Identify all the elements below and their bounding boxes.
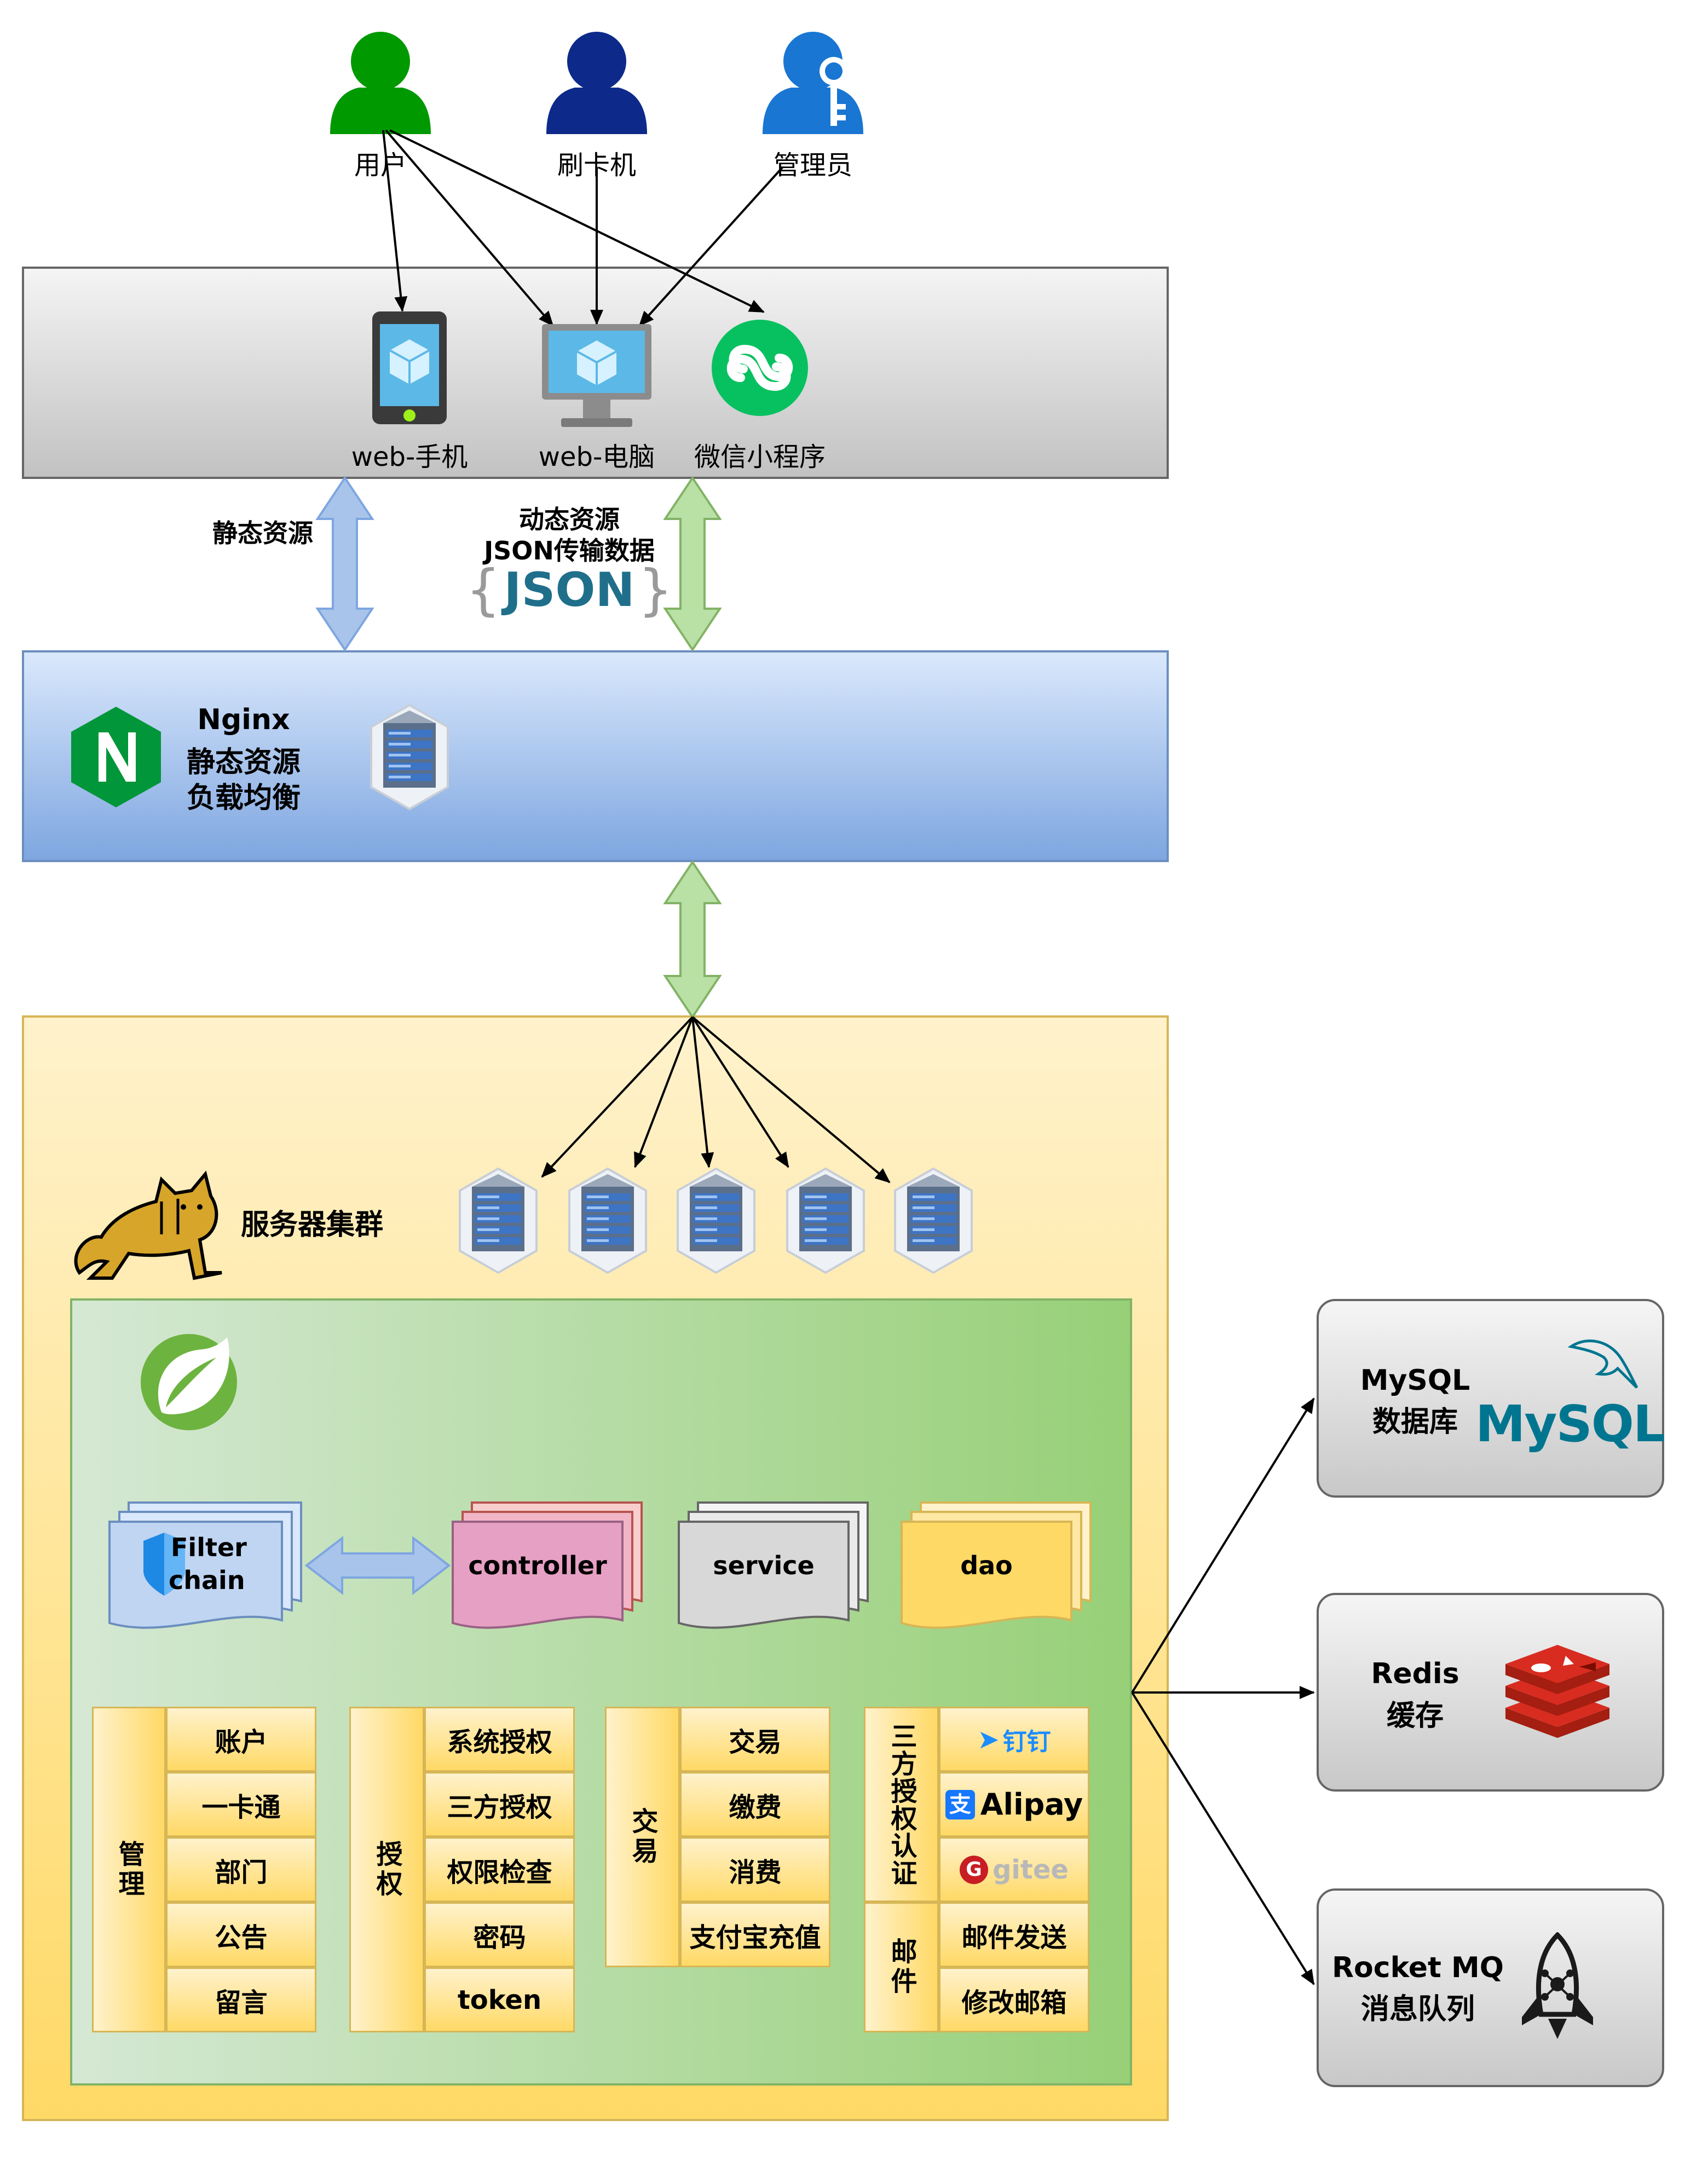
json-logo-text: JSON xyxy=(504,562,635,617)
mail-item-change: 修改邮箱 xyxy=(939,1967,1089,2032)
gitee-logo: G gitee xyxy=(939,1837,1089,1902)
dao-label: dao xyxy=(960,1551,1013,1580)
mysql-title: MySQL xyxy=(1360,1364,1470,1397)
static-resource-label: 静态资源 xyxy=(212,518,313,548)
user-label: 用户 xyxy=(354,150,407,181)
server-cluster-label: 服务器集群 xyxy=(241,1209,384,1241)
external-arrows xyxy=(1131,1397,1315,1985)
mysql-subtitle: 数据库 xyxy=(1372,1406,1458,1439)
trade-group-label: 交易 xyxy=(605,1707,680,1967)
cluster-server-icon xyxy=(677,1168,755,1274)
nginx-server-icon xyxy=(370,704,449,810)
manage-item-card: 一卡通 xyxy=(166,1772,316,1837)
filter-controller-arrow xyxy=(304,1535,451,1596)
dingtalk-icon: ➤ xyxy=(977,1724,1000,1755)
admin-icon xyxy=(763,32,863,134)
cluster-server-icon xyxy=(894,1168,973,1274)
nginx-server-arrow xyxy=(663,860,722,1019)
miniprogram-label: 微信小程序 xyxy=(694,442,826,472)
static-resource-arrow xyxy=(315,476,374,652)
mysql-logo-text: MySQL xyxy=(1475,1395,1665,1453)
nginx-logo-icon xyxy=(71,707,161,807)
dingtalk-logo: ➤ 钉钉 xyxy=(939,1707,1089,1772)
controller-label: controller xyxy=(468,1551,607,1580)
nginx-load-balance-label: 负载均衡 xyxy=(186,782,301,814)
auth-group-label: 授权 xyxy=(349,1707,424,2032)
auth-item-password: 密码 xyxy=(424,1902,575,1967)
manage-item-department: 部门 xyxy=(166,1837,316,1902)
card-machine-icon xyxy=(546,32,647,134)
mail-item-send: 邮件发送 xyxy=(939,1902,1089,1967)
admin-label: 管理员 xyxy=(773,150,852,181)
dao-icon xyxy=(901,1501,1092,1629)
third-party-group-label: 三方授权认证 xyxy=(864,1707,939,1902)
pc-client-label: web-电脑 xyxy=(538,442,655,472)
filter-chain-icon xyxy=(108,1501,302,1629)
spring-logo-icon xyxy=(141,1334,237,1430)
redis-subtitle: 缓存 xyxy=(1386,1700,1444,1732)
json-logo: { JSON } xyxy=(466,558,673,622)
mysql-box xyxy=(1317,1299,1664,1498)
pc-icon xyxy=(542,324,651,427)
dynamic-resource-arrow xyxy=(663,476,722,652)
nginx-panel xyxy=(22,650,1169,862)
mobile-client-label: web-手机 xyxy=(351,442,468,472)
rocketmq-subtitle: 消息队列 xyxy=(1360,1993,1475,2026)
manage-group-label: 管理 xyxy=(92,1707,166,2032)
json-transfer-label: JSON传输数据 xyxy=(484,536,655,565)
nginx-name: Nginx xyxy=(197,703,290,736)
trade-item-consume: 消费 xyxy=(680,1837,830,1902)
rocketmq-title: Rocket MQ xyxy=(1332,1951,1504,1984)
gitee-icon: G xyxy=(960,1855,989,1884)
manage-item-message: 留言 xyxy=(166,1967,316,2032)
dynamic-resource-label: 动态资源 xyxy=(519,505,620,534)
trade-item-alipay-recharge: 支付宝充值 xyxy=(680,1902,830,1967)
auth-item-system: 系统授权 xyxy=(424,1707,575,1772)
mail-group-label: 邮件 xyxy=(864,1902,939,2032)
tomcat-icon xyxy=(74,1170,222,1280)
auth-item-permission-check: 权限检查 xyxy=(424,1837,575,1902)
trade-item-payment: 缴费 xyxy=(680,1772,830,1837)
auth-item-third-party: 三方授权 xyxy=(424,1772,575,1837)
cluster-server-icon xyxy=(568,1168,647,1274)
alipay-logo: 支 Alipay xyxy=(939,1772,1089,1837)
user-icon xyxy=(330,32,431,134)
cluster-server-icon xyxy=(459,1168,538,1274)
service-icon xyxy=(678,1501,869,1629)
alipay-text: Alipay xyxy=(980,1787,1083,1822)
filter-label-2: chain xyxy=(169,1566,245,1595)
controller-icon xyxy=(452,1501,643,1629)
auth-item-token: token xyxy=(424,1967,575,2032)
filter-label-1: Filter xyxy=(171,1533,247,1562)
actor-arrows xyxy=(382,129,784,327)
rocketmq-icon xyxy=(1522,1932,1593,2039)
mysql-logo: MySQL xyxy=(1475,1395,1665,1453)
trade-item-transaction: 交易 xyxy=(680,1707,830,1772)
manage-item-notice: 公告 xyxy=(166,1902,316,1967)
mobile-icon xyxy=(372,311,447,424)
miniprogram-icon xyxy=(712,320,808,416)
card-machine-label: 刷卡机 xyxy=(557,150,636,181)
mysql-dolphin-icon xyxy=(1567,1339,1638,1389)
json-brace-right: } xyxy=(638,558,673,622)
rocketmq-box xyxy=(1317,1888,1664,2087)
service-label: service xyxy=(713,1551,815,1580)
alipay-icon: 支 xyxy=(945,1789,975,1819)
cluster-arrows xyxy=(541,1016,891,1183)
gitee-text: gitee xyxy=(993,1854,1069,1885)
manage-item-account: 账户 xyxy=(166,1707,316,1772)
nginx-static-label: 静态资源 xyxy=(186,746,301,779)
redis-title: Redis xyxy=(1371,1657,1459,1690)
redis-icon xyxy=(1505,1645,1609,1738)
json-brace-left: { xyxy=(465,558,501,622)
dingtalk-text: 钉钉 xyxy=(1002,1728,1051,1756)
cluster-server-icon xyxy=(786,1168,865,1274)
